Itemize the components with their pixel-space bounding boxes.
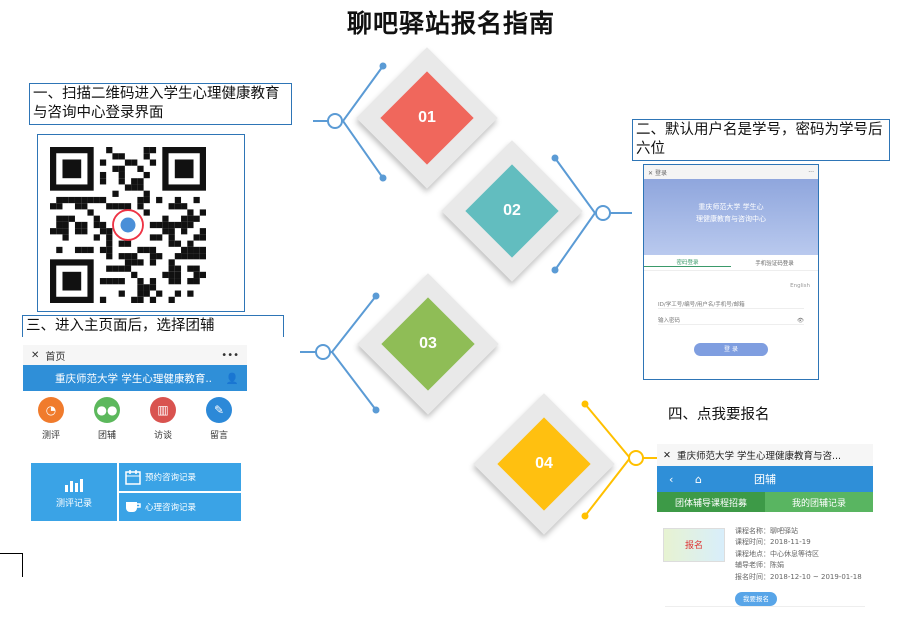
diamond-step-02: 02	[441, 140, 583, 282]
diamond-step-03: 03	[357, 273, 499, 415]
signup-tabs: 团体辅导课程招募 我的团辅记录	[657, 492, 873, 512]
signup-nav: ‹ ⌂ 团辅	[657, 466, 873, 492]
diamond-03-number: 03	[419, 335, 437, 352]
connector-03	[300, 292, 380, 414]
pie-chart-icon: ◔	[38, 397, 64, 423]
tab-sms-login[interactable]: 手机验证码登录	[755, 260, 794, 267]
home-menu: ◔测评 ●●团辅 ▥访谈 ✎留言	[23, 391, 247, 453]
step-1-text: 一、扫描二维码进入学生心理健康教育与咨询中心登录界面	[29, 83, 292, 125]
close-icon[interactable]: ✕	[31, 349, 40, 361]
more-icon[interactable]: ···	[808, 168, 814, 176]
course-signup-time: 报名时间：2018-12-10 ~ 2019-01-18	[735, 572, 862, 581]
step-2-text: 二、默认用户名是学号，密码为学号后六位	[632, 119, 890, 161]
signup-titlebar: ✕ 重庆师范大学 学生心理健康教育与咨...	[657, 444, 873, 466]
password-field[interactable]: 输入密码👁	[658, 313, 804, 325]
home-titlebar: ✕ 首页 •••	[23, 345, 247, 365]
signup-screen: ✕ 重庆师范大学 学生心理健康教育与咨... ‹ ⌂ 团辅 团体辅导课程招募 我…	[657, 444, 873, 614]
calendar-icon	[125, 470, 141, 485]
course-place: 课程地点：中心休息等待区	[735, 549, 819, 558]
language-link[interactable]: English	[790, 283, 810, 289]
apply-button[interactable]: 我要报名	[735, 592, 777, 606]
home-header-title: 重庆师范大学 学生心理健康教育..	[55, 372, 213, 385]
step-4-text: 四、点我要报名	[668, 407, 770, 423]
menu-item-message[interactable]: ✎留言	[191, 397, 247, 453]
diamond-01-number: 01	[418, 109, 436, 126]
cup-icon	[126, 502, 141, 512]
diamond-02-number: 02	[503, 202, 521, 219]
more-icon[interactable]: •••	[221, 349, 239, 361]
crop-mark	[0, 553, 22, 554]
course-teacher: 辅导老师：陈娟	[735, 561, 784, 570]
course-time: 课程时间：2018-11-19	[735, 538, 811, 547]
close-icon[interactable]: ✕	[648, 169, 654, 177]
building-icon: ▥	[150, 397, 176, 423]
home-header: 重庆师范大学 学生心理健康教育.. 👤	[23, 365, 247, 391]
close-icon[interactable]: ✕	[663, 449, 671, 461]
login-button[interactable]: 登 录	[694, 343, 768, 356]
qr-code-panel	[37, 134, 245, 312]
tab-password-login[interactable]: 密码登录	[644, 258, 731, 267]
booking-records-button[interactable]: 预约咨询记录	[119, 463, 241, 491]
diamond-step-04: 04	[473, 393, 615, 535]
hero-line-2: 理健康教育与咨询中心	[696, 215, 766, 223]
consult-records-button[interactable]: 心理咨询记录	[119, 493, 241, 521]
tab-recruit[interactable]: 团体辅导课程招募	[657, 492, 765, 512]
home-icon[interactable]: ⌂	[695, 472, 702, 486]
home-screen: ✕ 首页 ••• 重庆师范大学 学生心理健康教育.. 👤 ◔测评 ●●团辅 ▥访谈…	[23, 345, 247, 523]
eye-icon[interactable]: 👁	[797, 318, 804, 324]
login-title: 登录	[654, 169, 667, 177]
menu-item-interview[interactable]: ▥访谈	[135, 397, 191, 453]
group-icon: ●●	[94, 397, 120, 423]
qr-code[interactable]	[50, 147, 206, 303]
records-grid: 测评记录 预约咨询记录 心理咨询记录	[31, 463, 241, 521]
signup-top-title: 重庆师范大学 学生心理健康教育与咨...	[676, 451, 842, 462]
course-info: 课程名称：聊吧驿站 课程时间：2018-11-19 课程地点：中心休息等待区 辅…	[735, 526, 862, 583]
login-screen: ✕ 登录 ··· 重庆师范大学 学生心 理健康教育与咨询中心 密码登录 手机验证…	[643, 164, 819, 380]
course-name: 课程名称：聊吧驿站	[735, 527, 798, 535]
hero-line-1: 重庆师范大学 学生心	[698, 203, 764, 211]
menu-item-test[interactable]: ◔测评	[23, 397, 79, 453]
diamond-step-01: 01	[356, 47, 498, 189]
menu-item-group[interactable]: ●●团辅	[79, 397, 135, 453]
connector-02	[551, 154, 632, 274]
course-thumbnail: 报名	[663, 528, 725, 562]
user-icon[interactable]: 👤	[225, 372, 239, 385]
home-title: 首页	[45, 351, 66, 363]
divider	[665, 606, 865, 607]
diamond-04-number: 04	[535, 455, 553, 472]
page-title: 聊吧驿站报名指南	[346, 9, 555, 38]
login-hero: 重庆师范大学 学生心 理健康教育与咨询中心	[644, 179, 818, 255]
login-titlebar: ✕ 登录 ···	[644, 165, 818, 179]
course-card: 报名 课程名称：聊吧驿站 课程时间：2018-11-19 课程地点：中心休息等待…	[661, 522, 869, 610]
test-records-button[interactable]: 测评记录	[31, 463, 117, 521]
pencil-icon: ✎	[206, 397, 232, 423]
tab-my-records[interactable]: 我的团辅记录	[765, 492, 873, 512]
username-field[interactable]: ID/学工号/编号/用户名/手机号/邮箱	[658, 297, 804, 309]
step-3-text: 三、进入主页面后，选择团辅	[22, 315, 284, 337]
crop-mark	[22, 553, 23, 577]
nav-title: 团辅	[754, 473, 776, 486]
connector-04	[581, 400, 660, 520]
connector-01	[313, 62, 387, 182]
bar-chart-icon	[65, 479, 83, 492]
login-tabs: 密码登录 手机验证码登录	[644, 255, 818, 271]
back-icon[interactable]: ‹	[669, 472, 674, 486]
